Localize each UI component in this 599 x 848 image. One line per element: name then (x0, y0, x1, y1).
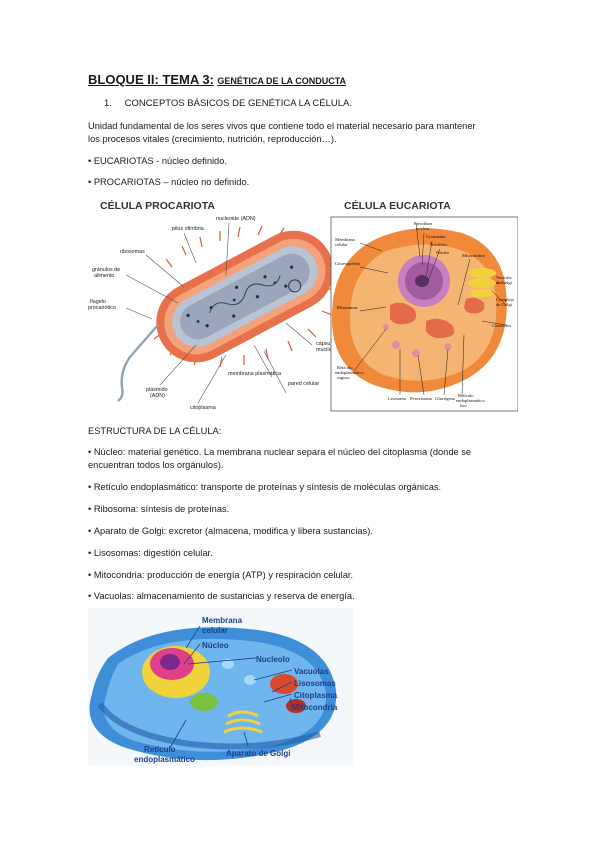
label-alimento: alimento (94, 273, 114, 279)
cell-comparison-figure: CÉLULA PROCARIOTA (88, 199, 518, 412)
label-reticulo-r2: endoplasmático (335, 370, 365, 375)
title-main: BLOQUE II: TEMA 3: (88, 72, 214, 87)
bullet-eucariotas: EUCARIOTAS - núcleo definido. (88, 155, 518, 168)
label-peroxisoma: Peroxisoma (410, 396, 432, 401)
label-citoesqueleto: Citoesqueleto (335, 261, 361, 266)
label-nuclear: nuclear (416, 226, 430, 231)
prokaryote-diagram: CÉLULA PROCARIOTA (88, 199, 352, 411)
label-mitocondria: Mitocondria (292, 703, 338, 712)
label-de-golgi-1: de Golgi (496, 280, 513, 285)
label-liso: liso (460, 403, 467, 408)
label-vacuolas: Vacuolas (294, 667, 329, 676)
label-reticulo: Retículo (144, 745, 176, 754)
label-reticulo-r1: Retículo (337, 365, 353, 370)
label-cromatina: Cromatina (426, 234, 445, 239)
label-envoltura: Envoltura (414, 221, 432, 226)
animal-cell-figure: Membrana celular Núcleo Nucleolo Vacuola… (88, 608, 353, 766)
structure-line: encuentran todos los orgánulos). (88, 460, 224, 470)
label-nucleo: Núcleo (202, 641, 229, 650)
intro-paragraph: Unidad fundamental de los seres vivos qu… (88, 120, 518, 146)
label-ribosomas: ribosomas (120, 249, 145, 255)
label-de-golgi-2: de Golgi (496, 302, 513, 307)
section-heading: 1. CONCEPTOS BÁSICOS DE GENÉTICA LA CÉLU… (104, 98, 352, 109)
section-label: CONCEPTOS BÁSICOS DE GENÉTICA LA CÉLULA. (124, 98, 353, 109)
label-reticulo-l1: Retículo (458, 393, 474, 398)
label-nucleolo: Nucléolo (430, 242, 448, 247)
label-endoplasmatico: endoplasmático (134, 755, 195, 764)
label-pilus: pilus ofimbria (172, 226, 204, 232)
label-granulos: gránulos de (92, 267, 120, 273)
label-nucleolo: Nucleolo (256, 655, 290, 664)
structure-mitocondria: Mitocondria: producción de energía (ATP)… (88, 569, 518, 582)
eukaryote-title: CÉLULA EUCARIOTA (344, 199, 451, 212)
label-membrana: Membrana (202, 616, 243, 625)
structure-nucleo: Núcleo: material genético. La membrana n… (88, 446, 518, 472)
label-nucleo: Núcleo (436, 250, 450, 255)
structure-lisosomas: Lisosomas: digestión celular. (88, 547, 518, 560)
label-golgi: Aparato de Golgi (226, 749, 290, 758)
label-lisosomas: Lisosomas (294, 679, 336, 688)
label-ribosomas-euk: Ribosomas (337, 305, 358, 310)
structure-golgi: Aparato de Golgi: excretor (almacena, mo… (88, 525, 518, 538)
structure-vacuolas: Vacuolas: almacenamiento de sustancias y… (88, 590, 518, 603)
label-complejo: Complejo (496, 297, 515, 302)
label-membrana: membrana plasmática (228, 371, 281, 377)
prokaryote-title: CÉLULA PROCARIOTA (100, 199, 215, 212)
page-title: BLOQUE II: TEMA 3: GENÉTICA DE LA CONDUC… (88, 72, 346, 87)
label-lisosoma: Lisosoma (388, 396, 406, 401)
intro-line: los procesos vitales (crecimiento, nutri… (88, 134, 337, 144)
label-celular: celular (202, 626, 228, 635)
label-plasmido: plásmido (146, 387, 168, 393)
label-mitocondria: Mitocondria (462, 253, 485, 258)
structure-heading: ESTRUCTURA DE LA CÉLULA: (88, 426, 222, 436)
title-sub: GENÉTICA DE LA CONDUCTA (217, 76, 347, 86)
label-nucleoide: nucleoide (ADN) (216, 216, 256, 222)
label-procariotico: procariótico (88, 305, 116, 311)
label-reticulo-l2: endoplasmático (456, 398, 486, 403)
label-flagelo: flagelo (90, 299, 106, 305)
structure-ribosoma: Ribosoma: síntesis de proteínas. (88, 503, 518, 516)
label-citoplasma: Citoplasma (294, 691, 338, 700)
section-number: 1. (104, 98, 112, 109)
intro-line: Unidad fundamental de los seres vivos qu… (88, 121, 476, 131)
label-vesicula: Vesícula (496, 275, 512, 280)
label-celular: celular (335, 242, 348, 247)
structure-reticulo: Retículo endoplasmático: transporte de p… (88, 481, 518, 494)
label-centriolos: Centriolos (492, 323, 511, 328)
eukaryote-diagram: CÉLULA EUCARIOTA (330, 199, 518, 412)
structure-line: Núcleo: material genético. La membrana n… (88, 446, 518, 459)
label-pared: pared celular (288, 381, 319, 387)
label-rugoso: rugoso (337, 375, 350, 380)
label-glucogeno: Glucógeno (435, 396, 456, 401)
bullet-procariotas: PROCARIOTAS – núcleo no definido. (88, 176, 518, 189)
label-citoplasma: citoplasma (190, 405, 216, 411)
label-adn: (ADN) (150, 393, 165, 399)
label-membrana-celular: Membrana (335, 237, 355, 242)
